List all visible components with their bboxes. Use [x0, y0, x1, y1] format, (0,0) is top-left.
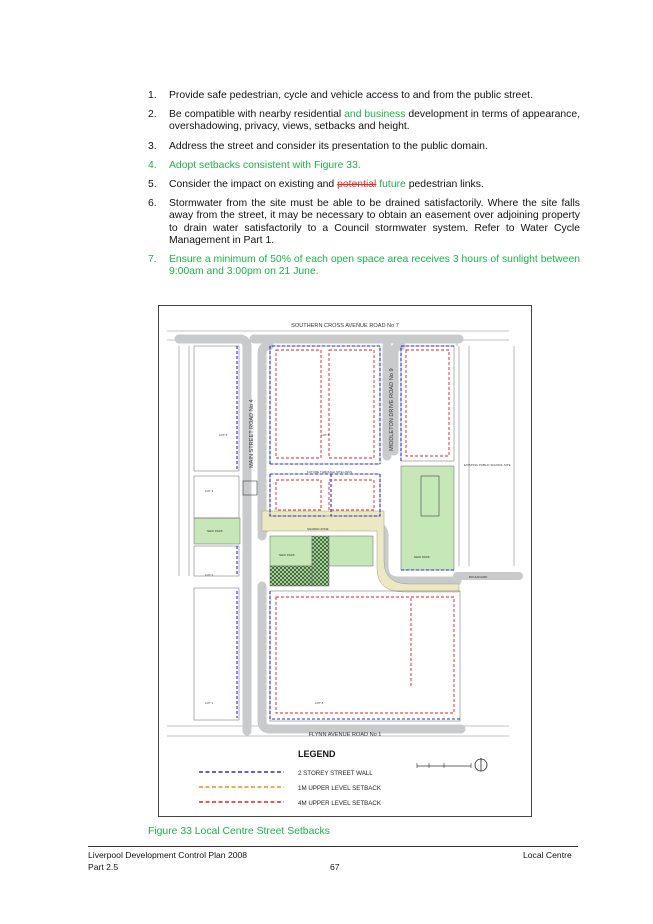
- list-item-number: 4.: [148, 159, 157, 171]
- new-park-2-label: NEW PARK: [414, 555, 430, 559]
- legend-label-1m-setback: 1M UPPER LEVEL SETBACK: [298, 785, 382, 792]
- lot-8-label: LOT 8: [315, 701, 324, 705]
- list-item-number: 2.: [148, 109, 157, 121]
- list-item-number: 1.: [148, 90, 157, 101]
- list-item-text: Provide safe pedestrian, cycle and vehic…: [169, 90, 533, 101]
- list-item: 2. Be compatible with nearby residential …: [148, 109, 580, 133]
- boulevard-label: BOULEVARD: [469, 575, 488, 579]
- lot-2-label: LOT 2: [205, 573, 214, 577]
- new-park-4: [269, 535, 313, 567]
- list-item: 7. Ensure a minimum of 50% of each open s…: [148, 254, 580, 278]
- requirements-list: 1. Provide safe pedestrian, cycle and veh…: [148, 90, 580, 285]
- list-item-number: 7.: [148, 254, 157, 266]
- site-plan-figure: SOUTHERN CROSS AVENUE ROAD No 7 FLYNN AV…: [158, 305, 532, 817]
- list-item: 3. Address the street and consider its pr…: [148, 141, 580, 153]
- list-item-text-part: Ensure a minimum of 50% of each open spa…: [169, 254, 580, 278]
- list-item-number: 6.: [148, 198, 157, 210]
- footer-rule: [88, 846, 578, 847]
- list-item-text: Stormwater from the site must be able to…: [169, 198, 580, 246]
- parks: [193, 465, 455, 587]
- footer-part: Part 2.5: [88, 862, 119, 872]
- list-item: 6. Stormwater from the site must be able …: [148, 198, 580, 247]
- new-park-4-label: NEW PARK: [279, 553, 295, 557]
- footer-page-number: 67: [330, 862, 340, 872]
- legend: LEGEND 2 STOREY STREET WALL 1M UPPER LEV…: [199, 749, 488, 807]
- upper-setback-lines: [275, 349, 455, 714]
- list-item: 5. Consider the impact on existing and po…: [148, 179, 580, 191]
- site-plan-map: SOUTHERN CROSS AVENUE ROAD No 7 FLYNN AV…: [167, 323, 523, 807]
- lot-6-label: LOT 6: [321, 433, 330, 437]
- scale-bar: [416, 763, 472, 768]
- list-item-text-part: Provide safe pedestrian, cycle and vehic…: [169, 90, 533, 101]
- lot-3-label: LOT 3: [205, 489, 214, 493]
- road-label-main-street: MAIN STREET ROAD No 4: [249, 399, 255, 468]
- list-item-text: Adopt setbacks consistent with Figure 33…: [169, 160, 361, 171]
- list-item-text-part: pedestrian links.: [405, 179, 484, 191]
- north-arrow-icon: [474, 758, 488, 772]
- list-item-text: Address the street and consider its pres…: [169, 141, 488, 152]
- figure-caption: Figure 33 Local Centre Street Setbacks: [148, 826, 330, 837]
- future-through-site-link-hatch-2: [269, 565, 313, 587]
- list-item-text-part: Address the street and consider its pres…: [169, 140, 488, 152]
- future-links-label: FUTURE THROUGH SITE LINKS: [307, 470, 352, 474]
- list-item-text-part: and business: [344, 109, 406, 121]
- list-item: 1. Provide safe pedestrian, cycle and veh…: [148, 90, 580, 102]
- new-park-1: [193, 517, 241, 545]
- road-label-middleton: MIDDLETON DRIVE ROAD No 9: [389, 368, 395, 451]
- list-item-number: 5.: [148, 179, 157, 191]
- footer-section: Local Centre: [523, 850, 572, 860]
- shared-zone-label: SHARED ZONE: [307, 527, 329, 531]
- shared-zone-area: [261, 510, 460, 593]
- school-label: EXISTING PUBLIC SCHOOL SITE: [464, 463, 511, 467]
- legend-label-street-wall: 2 STOREY STREET WALL: [298, 770, 373, 777]
- list-item: 4. Adopt setbacks consistent with Figure …: [148, 160, 580, 172]
- list-item-text-part: Stormwater from the site must be able to…: [169, 198, 580, 246]
- lot-1-label: LOT 1: [205, 701, 214, 705]
- lot-5-label: LOT 5: [219, 433, 228, 437]
- future-through-site-link-hatch: [311, 535, 330, 587]
- road-label-bottom: FLYNN AVENUE ROAD No 1: [309, 732, 382, 738]
- street-wall-lines: [236, 345, 461, 720]
- list-item-text-part: future: [379, 179, 406, 191]
- list-item-text-part: Be compatible with nearby residential: [169, 109, 345, 121]
- list-item-text: Consider the impact on existing and pote…: [169, 179, 484, 190]
- new-park-3: [328, 535, 374, 567]
- list-item-text: Be compatible with nearby residential an…: [169, 109, 580, 132]
- list-item-number: 3.: [148, 140, 157, 152]
- list-item-text: Ensure a minimum of 50% of each open spa…: [169, 254, 580, 277]
- school-building: [420, 475, 440, 517]
- new-park-1-label: NEW PARK: [207, 529, 223, 533]
- new-park-2: [400, 465, 455, 571]
- list-item-text-part: development in terms of appearance, over…: [169, 109, 580, 133]
- footer-document-title: Liverpool Development Control Plan 2008: [88, 850, 248, 860]
- list-item-text-part: potential: [337, 179, 377, 191]
- legend-title: LEGEND: [298, 749, 336, 759]
- legend-label-4m-setback: 4M UPPER LEVEL SETBACK: [298, 800, 382, 807]
- list-item-text-part: Adopt setbacks consistent with Figure 33…: [169, 159, 361, 171]
- list-item-text-part: Consider the impact on existing and: [169, 179, 338, 191]
- road-label-top: SOUTHERN CROSS AVENUE ROAD No 7: [291, 323, 399, 329]
